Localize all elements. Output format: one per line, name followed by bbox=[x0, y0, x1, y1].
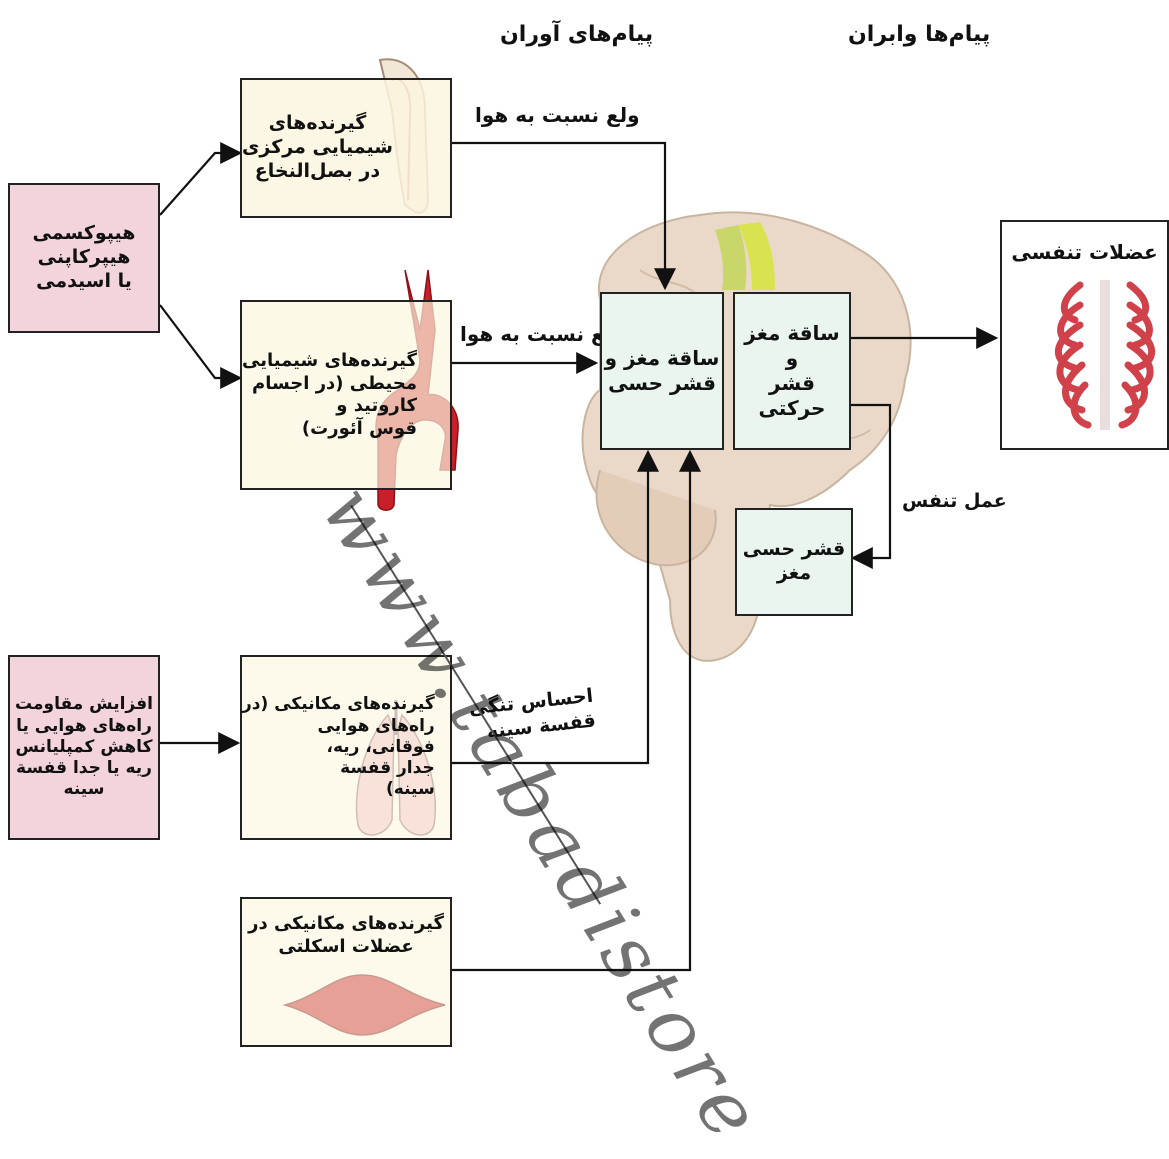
resistance-box: افزایش مقاومت راه‌های هوایی یا کاهش کمپل… bbox=[8, 655, 160, 840]
resistance-line-2: راه‌های هوایی یا bbox=[15, 716, 153, 737]
respiratory-muscles-title: عضلات تنفسی bbox=[1011, 240, 1157, 265]
efferent-header: پیام‌ها وابران bbox=[848, 22, 990, 47]
peripheral-receptor-line-1: گیرنده‌های شیمیایی bbox=[242, 350, 417, 373]
sensory-cortex-line-1: قشر حسی bbox=[743, 538, 845, 562]
central-receptor-box: گیرنده‌های شیمیایی مرکزی در بصل‌النخاع bbox=[240, 78, 452, 218]
peripheral-receptor-box: گیرنده‌های شیمیایی محیطی (در اجسام کاروت… bbox=[240, 300, 452, 490]
central-receptor-line-1: گیرنده‌های bbox=[242, 112, 393, 136]
airway-receptor-line-2: راه‌های هوایی bbox=[242, 716, 435, 737]
peripheral-receptor-line-3: کاروتید و bbox=[242, 395, 417, 418]
resistance-line-3: کاهش کمپلیانس bbox=[15, 737, 153, 758]
brainstem-sensory-box: ساقة مغز و قشر حسی bbox=[600, 292, 724, 450]
hypoxemia-box: هیپوکسمی هیپرکاپنی یا اسیدمی bbox=[8, 183, 160, 333]
hypoxemia-line-1: هیپوکسمی bbox=[33, 222, 136, 246]
resistance-line-5: سینه bbox=[15, 779, 153, 800]
sensory-cortex-box: قشر حسی مغز bbox=[735, 508, 853, 616]
hypoxemia-line-3: یا اسیدمی bbox=[33, 270, 136, 294]
central-receptor-line-3: در بصل‌النخاع bbox=[242, 160, 393, 184]
brainstem-motor-box: ساقة مغز و قشر حرکتی bbox=[733, 292, 851, 450]
skeletal-receptor-line-1: گیرنده‌های مکانیکی در bbox=[248, 913, 444, 936]
resistance-line-4: ریه یا جدا قفسة bbox=[15, 758, 153, 779]
air-hunger-label-1: ولع نسبت به هوا bbox=[475, 103, 640, 127]
respiratory-muscles-box: عضلات تنفسی bbox=[1000, 220, 1169, 450]
brainstem-sensory-line-1: ساقة مغز و bbox=[605, 346, 720, 371]
skeletal-receptor-box: گیرنده‌های مکانیکی در عضلات اسکلتی bbox=[240, 897, 452, 1047]
peripheral-receptor-line-4: قوس آئورت) bbox=[242, 418, 417, 441]
central-receptor-line-2: شیمیایی مرکزی bbox=[242, 136, 393, 160]
breathing-action-label: عمل تنفس bbox=[902, 490, 1007, 512]
airway-receptor-line-1: گیرنده‌های مکانیکی (در bbox=[242, 694, 435, 715]
peripheral-receptor-line-2: محیطی (در اجسام bbox=[242, 373, 417, 396]
skeletal-receptor-line-2: عضلات اسکلتی bbox=[248, 936, 444, 959]
hypoxemia-line-2: هیپرکاپنی bbox=[33, 246, 136, 270]
airway-receptor-line-3: فوقانی، ریه، bbox=[242, 737, 435, 758]
sensory-cortex-line-2: مغز bbox=[743, 562, 845, 586]
airway-receptor-line-5: سینه) bbox=[242, 779, 435, 800]
brainstem-motor-line-1: ساقة مغز و bbox=[735, 321, 849, 371]
resistance-line-1: افزایش مقاومت bbox=[15, 694, 153, 715]
brainstem-sensory-line-2: قشر حسی bbox=[605, 371, 720, 396]
airway-receptor-line-4: جدار قفسة bbox=[242, 758, 435, 779]
brainstem-motor-line-2: قشر حرکتی bbox=[735, 371, 849, 421]
afferent-header: پیام‌های آوران bbox=[500, 22, 653, 47]
